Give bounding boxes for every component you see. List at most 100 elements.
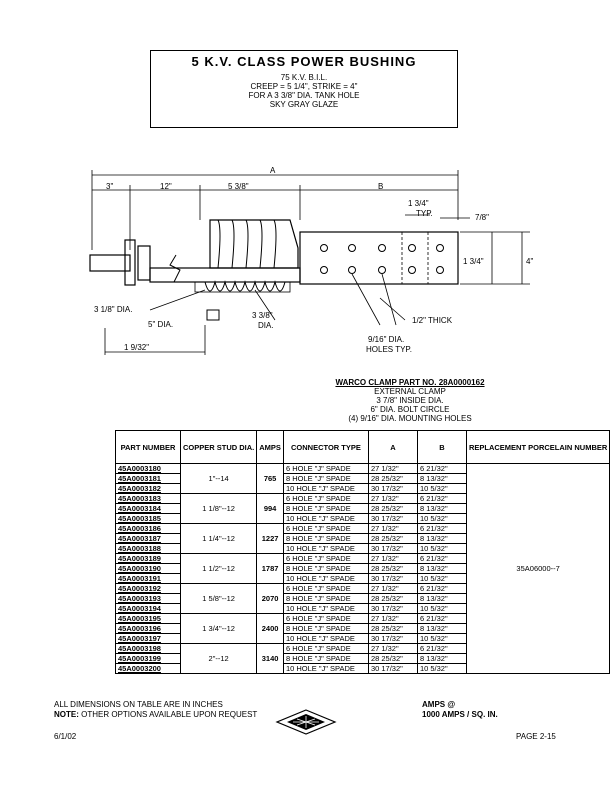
part-number-cell: 45A0003187 xyxy=(115,533,181,544)
part-number-cell: 45A0003184 xyxy=(115,503,181,514)
table-header-row: PART NUMBER COPPER STUD DIA. AMPS CONNEC… xyxy=(115,430,611,464)
dim-b-cell: 6 21/32" xyxy=(416,643,467,654)
spec-bil: 75 K.V. B.I.L. xyxy=(280,73,328,82)
connector-type-cell: 10 HOLE "J" SPADE xyxy=(282,483,369,494)
dim-b-cell: 8 13/32" xyxy=(416,623,467,634)
part-number-cell: 45A0003185 xyxy=(115,513,181,524)
stud-dia-cell: 2"--12 xyxy=(179,643,258,674)
connector-type-cell: 6 HOLE "J" SPADE xyxy=(282,613,369,624)
dim-a-cell: 27 1/32" xyxy=(367,523,418,534)
dim-a-cell: 28 25/32" xyxy=(367,623,418,634)
dim-a-cell: 30 17/32" xyxy=(367,483,418,494)
dim-b-cell: 10 5/32" xyxy=(416,663,467,674)
dim-3-3-8-label: 3 3/8" xyxy=(252,311,273,320)
dim-a-cell: 28 25/32" xyxy=(367,533,418,544)
dim-b-cell: 10 5/32" xyxy=(416,513,467,524)
part-number-cell: 45A0003193 xyxy=(115,593,181,604)
dim-a-cell: 27 1/32" xyxy=(367,583,418,594)
spec-creep: CREEP = 5 1/4", STRIKE = 4" xyxy=(250,82,358,91)
stud-dia-cell: 1 5/8"--12 xyxy=(179,583,258,614)
dim-b-cell: 10 5/32" xyxy=(416,633,467,644)
amps-cell: 994 xyxy=(256,493,284,524)
dim-b-cell: 6 21/32" xyxy=(416,523,467,534)
dim-a-cell: 30 17/32" xyxy=(367,513,418,524)
typ-label: TYP. xyxy=(416,209,433,218)
dim-b-cell: 8 13/32" xyxy=(416,473,467,484)
dim-b-cell: 6 21/32" xyxy=(416,463,467,474)
spec-tank-hole: FOR A 3 3/8" DIA. TANK HOLE xyxy=(248,91,360,100)
bushing-drawing: A B 3" 12" 5 3/8" 1 3/4" TYP. 7/8" 1 3/4… xyxy=(89,166,533,355)
dim-b-cell: 8 13/32" xyxy=(416,653,467,664)
part-number-cell: 45A0003198 xyxy=(115,643,181,654)
dim-b-cell: 6 21/32" xyxy=(416,553,467,564)
part-number-cell: 45A0003190 xyxy=(115,563,181,574)
dim-a-cell: 28 25/32" xyxy=(367,653,418,664)
note-label: NOTE: xyxy=(54,710,79,719)
connector-type-cell: 8 HOLE "J" SPADE xyxy=(282,653,369,664)
connector-type-cell: 8 HOLE "J" SPADE xyxy=(282,593,369,604)
part-number-cell: 45A0003196 xyxy=(115,623,181,634)
note-text: OTHER OPTIONS AVAILABLE UPON REQUEST xyxy=(81,710,258,719)
dim-b-cell: 10 5/32" xyxy=(416,543,467,554)
dim-a-cell: 27 1/32" xyxy=(367,553,418,564)
replacement-number-cell: 35A06000--7 xyxy=(465,463,611,674)
dim-a-cell: 28 25/32" xyxy=(367,593,418,604)
dim-b-cell: 6 21/32" xyxy=(416,583,467,594)
part-number-cell: 45A0003182 xyxy=(115,483,181,494)
connector-type-cell: 10 HOLE "J" SPADE xyxy=(282,663,369,674)
stud-dia-cell: 1 1/4"--12 xyxy=(179,523,258,554)
dim-a-cell: 28 25/32" xyxy=(367,563,418,574)
amps-label: AMPS @ xyxy=(422,700,456,709)
dim-b-cell: 6 21/32" xyxy=(416,613,467,624)
part-number-cell: 45A0003183 xyxy=(115,493,181,504)
connector-type-cell: 6 HOLE "J" SPADE xyxy=(282,523,369,534)
connector-type-cell: 6 HOLE "J" SPADE xyxy=(282,643,369,654)
clamp-info: WARCO CLAMP PART NO. 28A0000162 EXTERNAL… xyxy=(290,378,530,423)
part-number-cell: 45A0003195 xyxy=(115,613,181,624)
dim-3-1-8-label: 3 1/8" DIA. xyxy=(94,305,132,314)
holes-typ-label: HOLES TYP. xyxy=(366,345,412,354)
part-number-cell: 45A0003180 xyxy=(115,463,181,474)
clamp-line-3: 6" DIA. BOLT CIRCLE xyxy=(370,405,450,414)
connector-type-cell: 6 HOLE "J" SPADE xyxy=(282,553,369,564)
company-logo-icon xyxy=(275,709,337,735)
parts-table: PART NUMBER COPPER STUD DIA. AMPS CONNEC… xyxy=(115,430,611,674)
spec-glaze: SKY GRAY GLAZE xyxy=(269,100,339,109)
dim-b-cell: 8 13/32" xyxy=(416,503,467,514)
connector-type-cell: 10 HOLE "J" SPADE xyxy=(282,513,369,524)
amps-value: 1000 AMPS / SQ. IN. xyxy=(422,710,498,719)
header-part-number: PART NUMBER xyxy=(115,430,181,464)
dim-5-3-8-label: 5 3/8" xyxy=(228,182,249,191)
amps-cell: 3140 xyxy=(256,643,284,674)
header-amps: AMPS xyxy=(256,430,284,464)
dim-12-label: 12" xyxy=(160,182,172,191)
dim-b-label: B xyxy=(378,182,383,191)
connector-type-cell: 8 HOLE "J" SPADE xyxy=(282,503,369,514)
connector-type-cell: 8 HOLE "J" SPADE xyxy=(282,563,369,574)
dim-3-label: 3" xyxy=(106,182,113,191)
thick-label: 1/2" THICK xyxy=(412,316,453,325)
part-number-cell: 45A0003199 xyxy=(115,653,181,664)
title-block: 5 K.V. CLASS POWER BUSHING 75 K.V. B.I.L… xyxy=(150,50,458,128)
part-number-cell: 45A0003189 xyxy=(115,553,181,564)
header-a: A xyxy=(367,430,418,464)
header-connector-type: CONNECTOR TYPE xyxy=(282,430,369,464)
dim-a-cell: 27 1/32" xyxy=(367,463,418,474)
clamp-line-2: 3 7/8" INSIDE DIA. xyxy=(376,396,444,405)
part-number-cell: 45A0003197 xyxy=(115,633,181,644)
amps-cell: 1227 xyxy=(256,523,284,554)
note-options: NOTE: OTHER OPTIONS AVAILABLE UPON REQUE… xyxy=(54,710,257,720)
part-number-cell: 45A0003181 xyxy=(115,473,181,484)
dim-a-cell: 27 1/32" xyxy=(367,493,418,504)
dim-b-cell: 8 13/32" xyxy=(416,563,467,574)
stud-dia-cell: 1 1/8"--12 xyxy=(179,493,258,524)
amps-cell: 2400 xyxy=(256,613,284,644)
part-number-cell: 45A0003188 xyxy=(115,543,181,554)
header-replacement: REPLACEMENT PORCELAIN NUMBER xyxy=(465,430,611,464)
dim-1-3-4-typ-label: 1 3/4" xyxy=(408,199,429,208)
dim-a-cell: 30 17/32" xyxy=(367,543,418,554)
